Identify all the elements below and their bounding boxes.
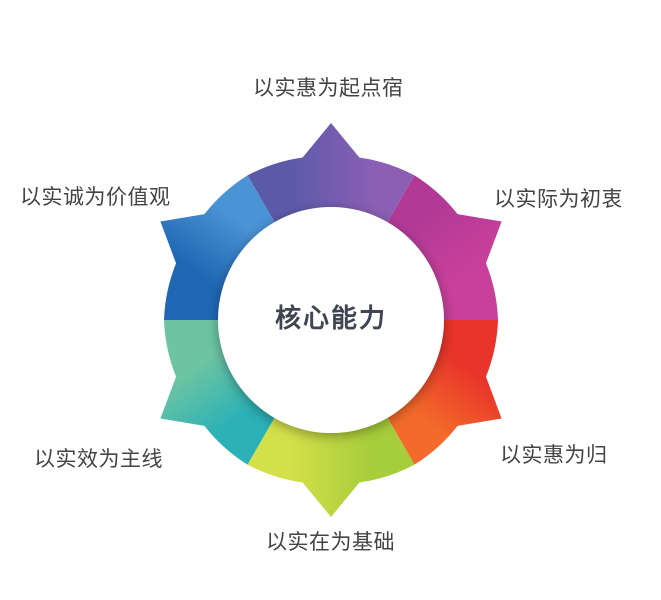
- label-bottom-left: 以实效为主线: [34, 447, 163, 471]
- label-top: 以实惠为起点宿: [253, 76, 404, 100]
- center-title: 核心能力: [274, 304, 387, 334]
- label-bottom-right: 以实惠为归: [500, 443, 608, 467]
- ring-segment-top-right: [385, 175, 502, 320]
- ring-segment-bottom-left: [160, 320, 277, 465]
- label-bottom: 以实在为基础: [266, 530, 395, 554]
- label-top-right: 以实际为初衷: [494, 187, 623, 211]
- ring-segment-bottom-right: [385, 320, 502, 465]
- label-top-left: 以实诚为价值观: [20, 185, 171, 209]
- ring-segment-bottom: [247, 413, 415, 517]
- ring-segment-top-left: [160, 175, 277, 320]
- center-disc: [218, 207, 444, 433]
- ring-segment-top: [247, 123, 415, 227]
